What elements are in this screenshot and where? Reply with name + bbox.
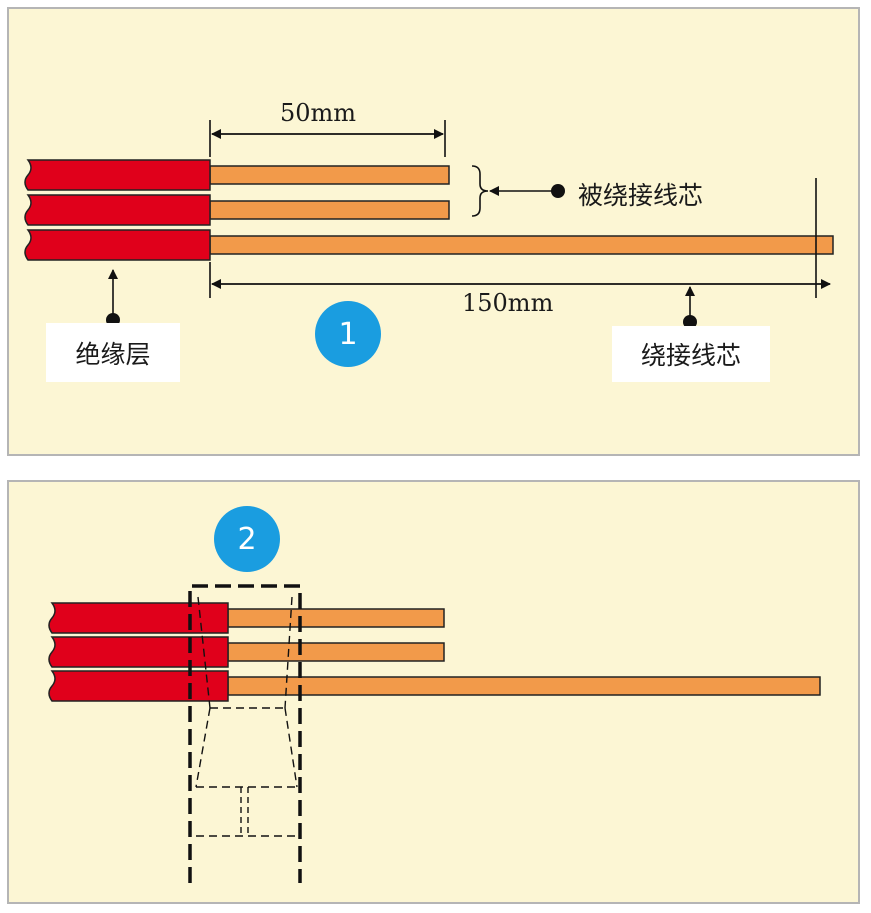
insulation-1 xyxy=(48,602,229,634)
insulation-3 xyxy=(24,229,211,261)
core-long xyxy=(209,235,834,255)
wrapping-core-label: 绕接线芯 xyxy=(612,326,770,382)
core-short-1 xyxy=(209,165,450,185)
dimension-50mm xyxy=(209,120,446,157)
core-short-2 xyxy=(209,200,450,220)
step-2-badge: 2 xyxy=(214,506,280,572)
insulation-1 xyxy=(24,159,211,191)
wrapped-cores-pointer xyxy=(471,165,558,217)
step-1-badge: 1 xyxy=(315,301,381,367)
wrapping-core-dot xyxy=(683,315,697,329)
dimension-150mm xyxy=(209,178,831,298)
dashed-detail-zone xyxy=(188,584,302,883)
insulation-label: 绝缘层 xyxy=(46,323,180,382)
insulation-3 xyxy=(48,670,229,702)
dimension-50mm-label: 50mm xyxy=(280,99,357,127)
cable-bundle-1 xyxy=(24,159,834,261)
wrapped-cores-dot xyxy=(551,184,565,198)
cable-bundle-2 xyxy=(48,602,821,702)
dimension-150mm-label: 150mm xyxy=(462,289,554,317)
core-short-1 xyxy=(227,608,445,628)
insulation-2 xyxy=(24,194,211,226)
core-long xyxy=(227,676,821,696)
wrapped-cores-label: 被绕接线芯 xyxy=(578,181,704,210)
insulation-2 xyxy=(48,636,229,668)
core-short-2 xyxy=(227,642,445,662)
